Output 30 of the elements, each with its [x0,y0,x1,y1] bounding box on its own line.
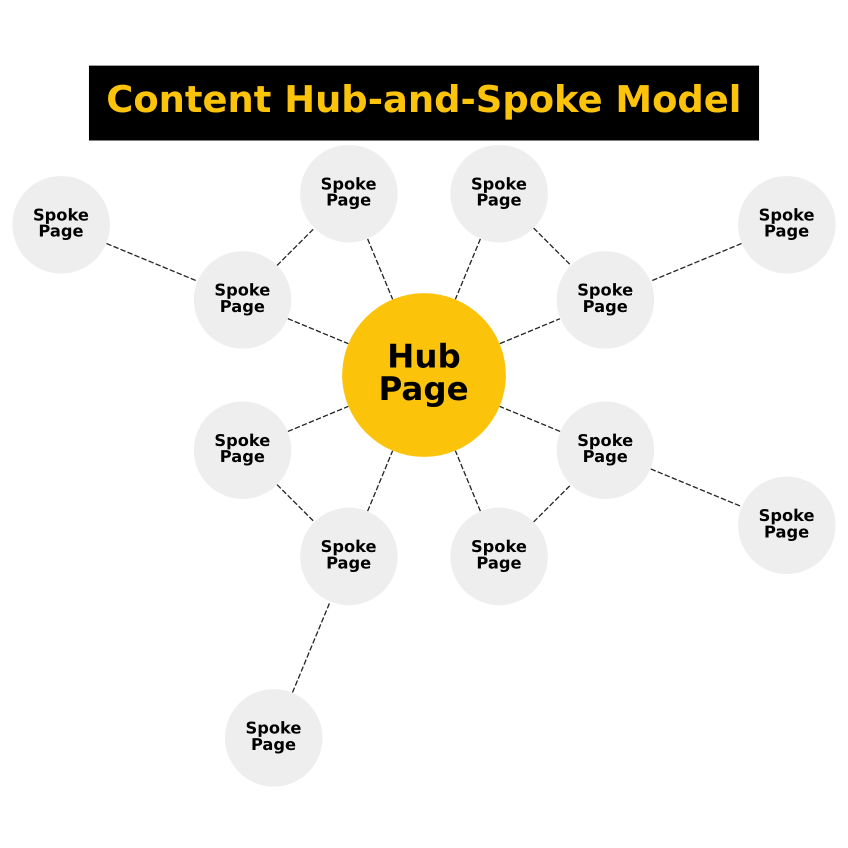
connector [454,238,481,300]
node-circle: Spoke Page [12,176,110,274]
connector [288,318,348,344]
connector [650,468,742,508]
connector [276,228,315,266]
connector [367,238,394,300]
node-circle: Spoke Page [556,401,654,499]
connector [288,406,348,432]
diagram-title: Content Hub-and-Spoke Model [106,78,742,121]
connector [533,228,572,266]
node-circle: Spoke Page [224,689,322,787]
node-circle: Hub Page [342,293,506,457]
node-circle: Spoke Page [450,144,548,242]
node-circle: Spoke Page [738,476,836,574]
connector [500,406,560,432]
connector [454,450,481,512]
node-circle: Spoke Page [556,251,654,349]
connector [106,242,198,282]
connector [276,484,315,522]
node-circle: Spoke Page [300,144,398,242]
connector [292,602,331,693]
connector [367,450,394,512]
node-circle: Spoke Page [300,508,398,606]
node-circle: Spoke Page [194,401,292,499]
node-circle: Spoke Page [450,508,548,606]
connector [650,242,742,282]
node-circle: Spoke Page [194,251,292,349]
connector [533,484,572,522]
connector [500,318,560,344]
node-circle: Spoke Page [738,176,836,274]
